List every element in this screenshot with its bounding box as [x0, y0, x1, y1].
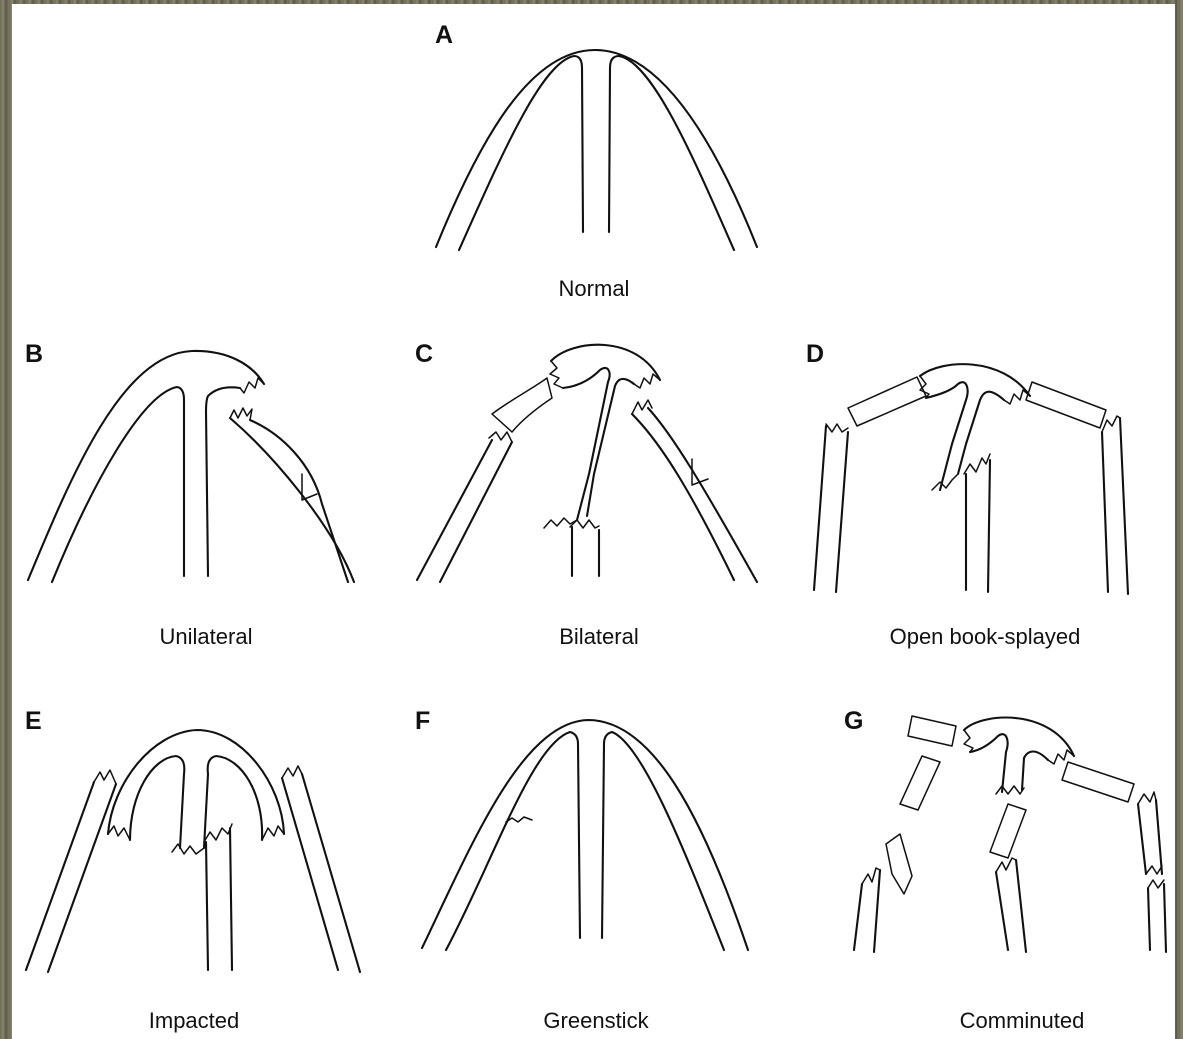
panel-d-letter: D [806, 340, 824, 368]
panel-a-caption: Normal [559, 276, 630, 301]
panel-b-drawing [28, 351, 354, 582]
panel-f-letter: F [415, 707, 430, 735]
panel-f-caption: Greenstick [543, 1008, 649, 1033]
panel-g-drawing [854, 716, 1166, 952]
panel-a: A Normal [435, 21, 757, 301]
panel-e: E Impacted [25, 707, 360, 1033]
panel-a-drawing [436, 50, 757, 250]
panel-c-letter: C [415, 340, 433, 368]
panel-e-drawing [26, 730, 360, 972]
panel-a-letter: A [435, 21, 453, 49]
panel-c-caption: Bilateral [559, 624, 638, 649]
fracture-types-diagram: A Normal B Unilateral C [12, 4, 1175, 1039]
figure-panel: A Normal B Unilateral C [12, 4, 1175, 1039]
panel-b-letter: B [25, 340, 43, 368]
panel-d-caption: Open book-splayed [890, 624, 1081, 649]
panel-g-caption: Comminuted [960, 1008, 1085, 1033]
panel-g-letter: G [844, 707, 863, 735]
panel-d: D Open book-splayed [806, 340, 1128, 649]
panel-e-letter: E [25, 707, 42, 735]
panel-c: C Bilateral [415, 340, 757, 649]
panel-b-caption: Unilateral [160, 624, 253, 649]
panel-b: B Unilateral [25, 340, 354, 649]
panel-e-caption: Impacted [149, 1008, 240, 1033]
panel-f: F Greenstick [415, 707, 748, 1033]
panel-d-drawing [814, 364, 1128, 594]
panel-c-drawing [417, 345, 757, 582]
panel-f-drawing [422, 720, 748, 950]
panel-g: G Comminuted [844, 707, 1166, 1033]
